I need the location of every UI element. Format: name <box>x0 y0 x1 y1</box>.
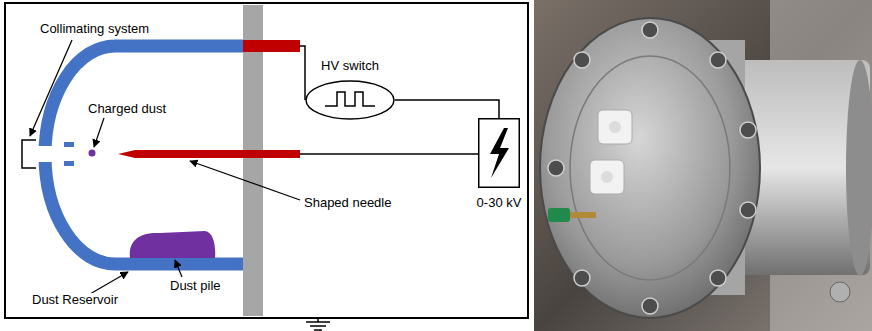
dust-pile <box>130 231 215 258</box>
part-label: Charged dust <box>86 102 168 117</box>
hv-supply: 0-30 kV <box>478 118 520 188</box>
part-label: Dust pile <box>168 279 223 294</box>
switch-oval <box>305 80 395 120</box>
pulse-symbol <box>325 92 375 106</box>
node-label: 0-30 kV <box>477 196 522 211</box>
wire <box>300 153 478 155</box>
leader-arrow <box>90 272 128 294</box>
collimator-plate <box>64 161 74 166</box>
collimator-gap <box>36 146 58 162</box>
shaped-needle <box>118 150 300 158</box>
wire <box>300 46 305 100</box>
supply-box <box>478 118 520 188</box>
collimator-bracket <box>22 140 36 168</box>
part-label: Collimating system <box>38 22 151 37</box>
lightning-symbol <box>490 128 509 178</box>
node-label: HV switch <box>321 59 379 74</box>
wire-connector <box>395 100 499 118</box>
hv-switch: HV switch <box>305 80 395 120</box>
leader-arrow <box>94 118 104 147</box>
ground-symbol <box>306 318 330 330</box>
part-label: Dust Reservoir <box>30 293 120 308</box>
part-label: Shaped needle <box>302 196 393 211</box>
electrode <box>243 40 300 52</box>
charged-dust <box>89 150 96 157</box>
collimator-plate <box>64 142 74 147</box>
leader-arrow <box>30 40 72 136</box>
chamber-frame <box>5 3 528 318</box>
leader-arrow <box>190 161 300 200</box>
leader-arrow <box>175 260 182 277</box>
